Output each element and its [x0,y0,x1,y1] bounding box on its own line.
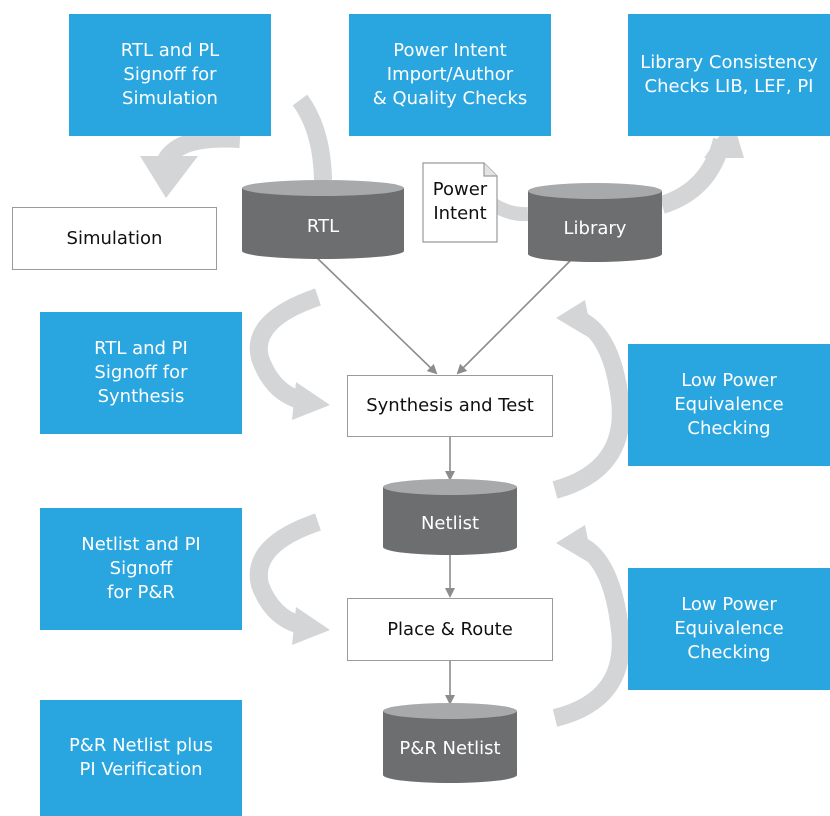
curved-flow-arrows [140,94,744,727]
arrow-into-place-route-head [292,607,330,645]
rtl-pl-signoff-box: RTL and PL Signoff for Simulation [69,14,271,136]
power-intent-import-box: Power Intent Import/Author & Quality Che… [349,14,551,136]
arrow-to-simulation [158,129,241,166]
low-power-equivalence-box-1: Low Power Equivalence Checking [628,344,830,466]
arrow-to-simulation-head [140,156,198,198]
arrow-prnetlist-to-lpe2 [552,536,630,727]
low-power-equivalence-box-2: Low Power Equivalence Checking [628,568,830,690]
arrow-into-synthesis-head [292,382,330,420]
arrow-prnetlist-to-lpe2-head [556,525,593,565]
library-consistency-box: Library Consistency Checks LIB, LEF, PI [628,14,830,136]
power-intent-document [422,162,498,243]
connectors [313,254,575,705]
database-library [528,183,662,262]
arrow-into-place-route [249,513,321,634]
connector-rtl-to-synthesis [313,254,438,375]
database-pr-netlist [383,703,517,783]
arrow-into-synthesis [249,288,321,409]
arrow-signoff-to-rtl [292,94,332,181]
arrow-netlist-to-lpe1 [552,311,630,499]
database-rtl [242,180,404,259]
rtl-pi-signoff-box: RTL and PI Signoff for Synthesis [40,312,242,434]
database-netlist [383,479,517,555]
place-and-route-box: Place & Route [347,598,553,661]
synthesis-and-test-box: Synthesis and Test [347,375,553,437]
simulation-box: Simulation [12,207,217,270]
arrow-doc-to-library [490,198,529,222]
arrow-netlist-to-lpe1-head [556,300,593,340]
pr-netlist-verification-box: P&R Netlist plus PI Verification [40,700,242,816]
connector-library-to-synthesis [456,256,575,375]
netlist-pi-signoff-box: Netlist and PI Signoff for P&R [40,508,242,630]
